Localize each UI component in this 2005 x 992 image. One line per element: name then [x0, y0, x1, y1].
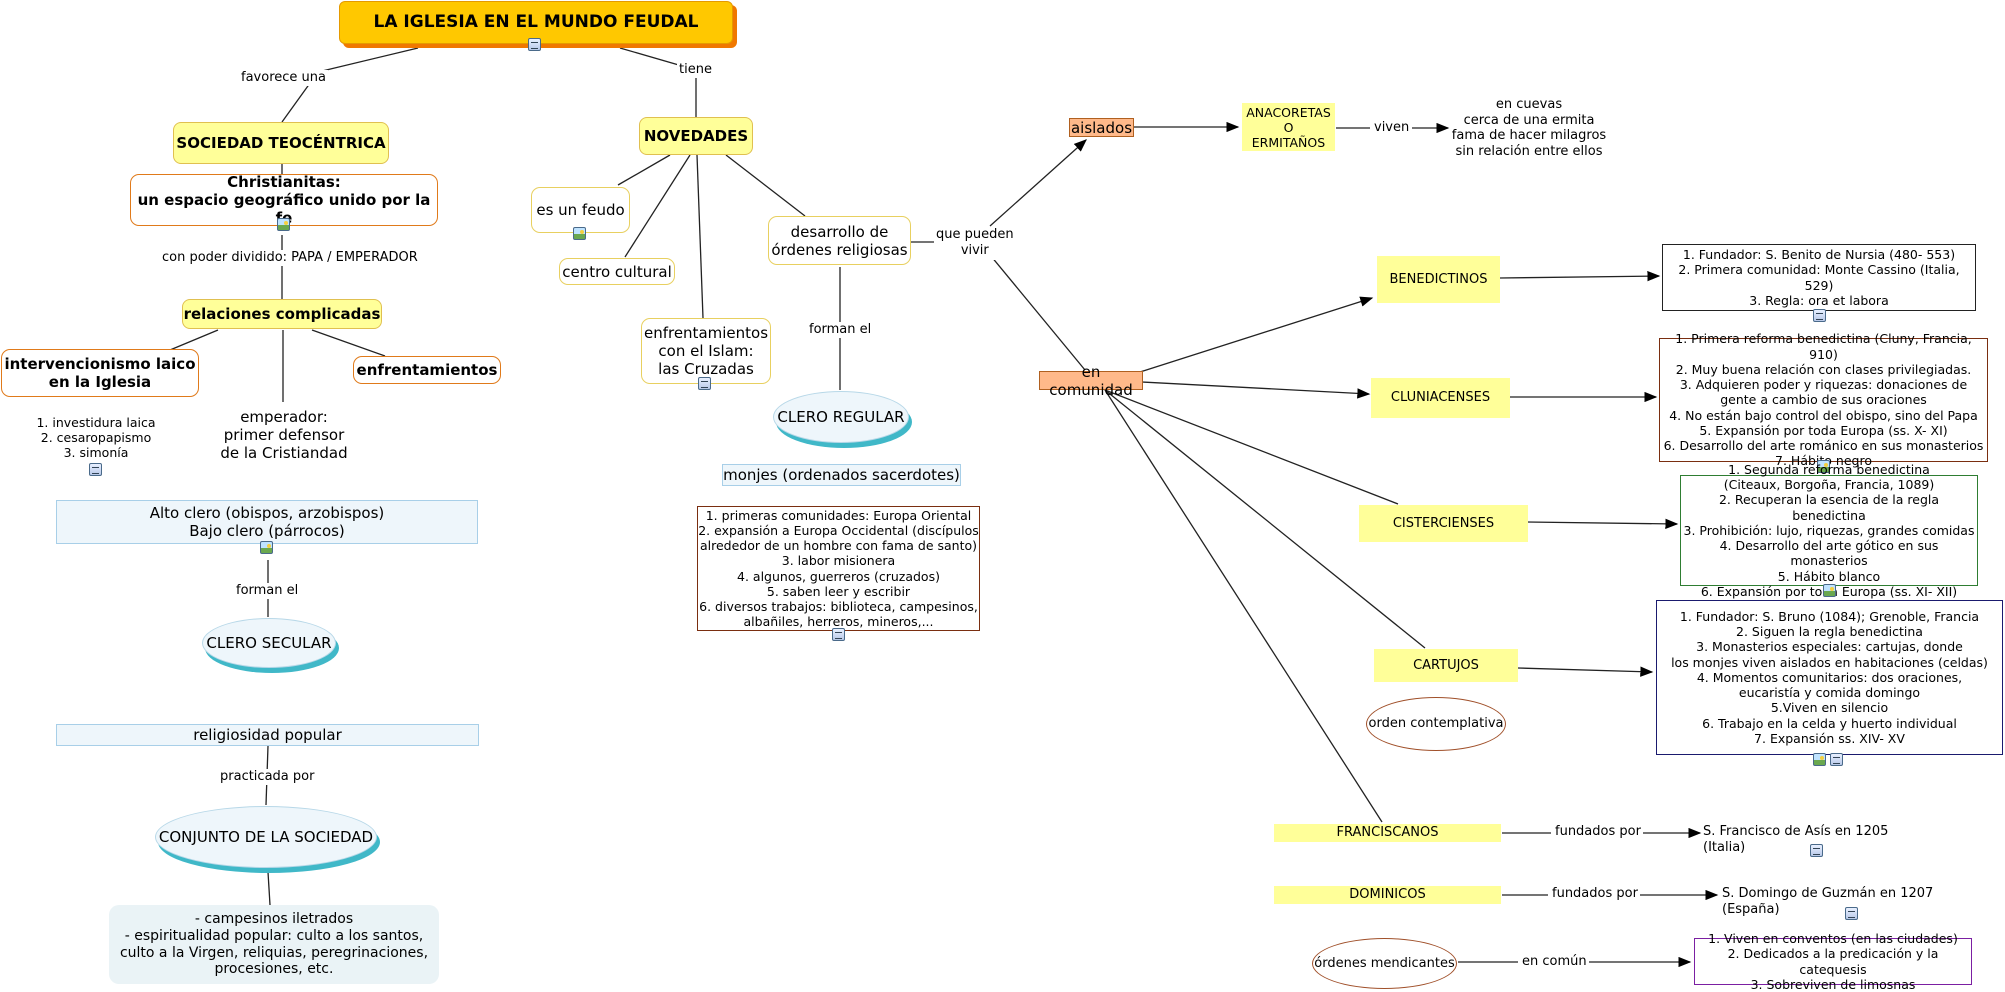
note-icon[interactable]	[89, 463, 102, 476]
label-fundados-fran: fundados por	[1553, 824, 1643, 841]
en-comunidad-node[interactable]: en comunidad	[1039, 363, 1143, 399]
aislados-node[interactable]: aislados	[1069, 118, 1134, 137]
dominicos-node[interactable]: DOMINICOS	[1274, 886, 1501, 904]
label-tiene: tiene	[677, 62, 714, 79]
enfrentamientos-node[interactable]: enfrentamientos	[353, 356, 501, 384]
es-un-feudo-node[interactable]: es un feudo	[531, 187, 630, 233]
map-title: LA IGLESIA EN EL MUNDO FEUDAL	[339, 1, 733, 44]
note-icon[interactable]	[698, 377, 711, 390]
note-icon[interactable]	[1845, 907, 1858, 920]
note-icon[interactable]	[1810, 844, 1823, 857]
conjunto-sociedad-node[interactable]: CONJUNTO DE LA SOCIEDAD	[155, 806, 377, 868]
label-viven: viven	[1372, 120, 1412, 137]
cartujos-node[interactable]: CARTUJOS	[1374, 649, 1518, 682]
anacoretas-node[interactable]: ANACORETAS O ERMITAÑOS	[1242, 103, 1335, 151]
cluniacenses-list-node[interactable]: 1. Primera reforma benedictina (Cluny, F…	[1659, 331, 1988, 468]
franciscanos-node[interactable]: FRANCISCANOS	[1274, 824, 1501, 842]
mendicantes-list-node[interactable]: 1. Viven en conventos (en las ciudades) …	[1694, 931, 1972, 992]
monjes-list-node[interactable]: 1. primeras comunidades: Europa Oriental…	[697, 506, 980, 631]
benedictinos-list-node[interactable]: 1. Fundador: S. Benito de Nursia (480- 5…	[1662, 244, 1976, 311]
francisco-text: S. Francisco de Asís en 1205 (Italia)	[1703, 824, 1889, 855]
domingo-text: S. Domingo de Guzmán en 1207 (España)	[1722, 886, 1934, 917]
relaciones-complicadas-node[interactable]: relaciones complicadas	[182, 299, 382, 329]
cartujos-list-node[interactable]: 1. Fundador: S. Bruno (1084); Grenoble, …	[1656, 600, 2003, 755]
image-icon[interactable]	[277, 218, 290, 231]
image-icon[interactable]	[1813, 753, 1826, 766]
note-icon[interactable]	[1813, 309, 1826, 322]
image-icon[interactable]	[1817, 460, 1830, 473]
cistercienses-node[interactable]: CISTERCIENSES	[1359, 505, 1528, 542]
label-poder: con poder dividido: PAPA / EMPERADOR	[160, 250, 420, 267]
clero-regular-node[interactable]: CLERO REGULAR	[773, 391, 909, 443]
cluniacenses-node[interactable]: CLUNIACENSES	[1371, 378, 1510, 418]
note-icon[interactable]	[1830, 753, 1843, 766]
desarrollo-ordenes-node[interactable]: desarrollo de órdenes religiosas	[768, 216, 911, 265]
emperador-text: emperador: primer defensor de la Cristia…	[220, 408, 348, 462]
label-fundados-domi: fundados por	[1550, 886, 1640, 903]
ordenes-mendicantes-node[interactable]: órdenes mendicantes	[1312, 938, 1457, 989]
novedades-node[interactable]: NOVEDADES	[639, 117, 753, 155]
campesinos-node[interactable]: - campesinos iletrados - espiritualidad …	[109, 905, 439, 984]
sociedad-teocentrica-node[interactable]: SOCIEDAD TEOCÉNTRICA	[173, 122, 389, 164]
label-favorece: favorece una	[239, 70, 328, 87]
alto-clero-node[interactable]: Alto clero (obispos, arzobispos) Bajo cl…	[56, 500, 478, 544]
image-icon[interactable]	[1823, 584, 1836, 597]
label-que-pueden: que pueden vivir	[934, 227, 1016, 260]
label-forman-secular: forman el	[234, 583, 301, 600]
note-icon[interactable]	[528, 38, 541, 51]
orden-contemplativa-node[interactable]: orden contemplativa	[1366, 697, 1506, 751]
label-en-comun: en común	[1520, 954, 1589, 971]
cuevas-text: en cuevas cerca de una ermita fama de ha…	[1451, 97, 1607, 159]
religiosidad-popular-node[interactable]: religiosidad popular	[56, 724, 479, 746]
note-icon[interactable]	[832, 628, 845, 641]
image-icon[interactable]	[260, 541, 273, 554]
intervencionismo-node[interactable]: intervencionismo laico en la Iglesia	[1, 349, 199, 397]
cruzadas-node[interactable]: enfrentamientos con el Islam: las Cruzad…	[641, 318, 771, 384]
centro-cultural-node[interactable]: centro cultural	[559, 258, 675, 285]
cistercienses-list-node[interactable]: 1. Segunda reforma benedictina (Citeaux,…	[1680, 462, 1978, 599]
benedictinos-node[interactable]: BENEDICTINOS	[1377, 256, 1500, 303]
image-icon[interactable]	[573, 227, 586, 240]
intervencionismo-list: 1. investidura laica 2. cesaropapismo 3.…	[36, 415, 156, 460]
label-practicada: practicada por	[218, 769, 317, 786]
monjes-node[interactable]: monjes (ordenados sacerdotes)	[722, 464, 961, 486]
label-forman-regular: forman el	[807, 322, 874, 339]
clero-secular-node[interactable]: CLERO SECULAR	[202, 618, 336, 668]
